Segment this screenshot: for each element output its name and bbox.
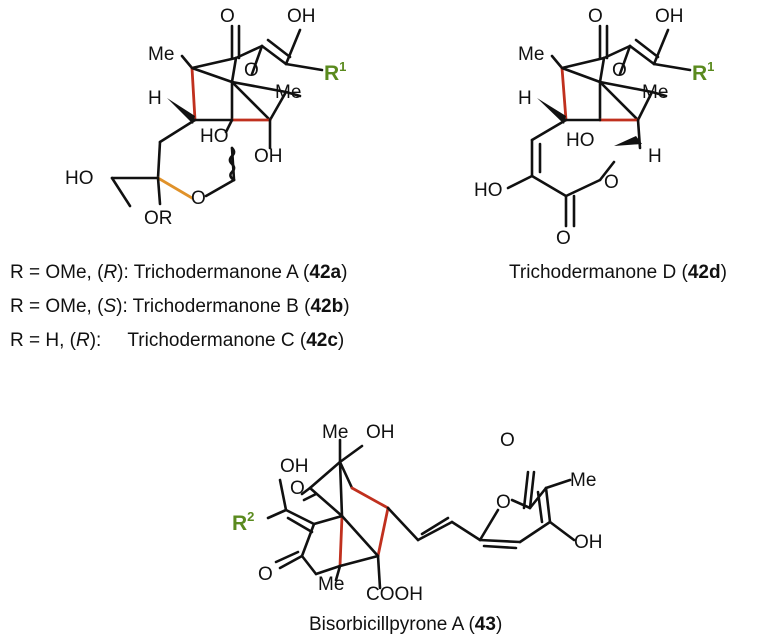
r-group-1: R1 [692, 59, 714, 85]
caption-43: Bisorbicillpyrone A (43) [309, 614, 502, 635]
atom-ho: HO [200, 126, 229, 147]
legend-line-42b: R = OMe, (S): Trichodermanone B (42b) [10, 296, 350, 317]
atom-me: Me [642, 82, 668, 103]
atom-ho: HO [474, 180, 503, 201]
atom-o: O [496, 492, 511, 513]
atom-cooh: COOH [366, 584, 423, 605]
atom-o: O [258, 564, 273, 585]
legend-line-42c: R = H, (R): Trichodermanone C (42c) [10, 330, 344, 351]
atom-me: Me [318, 574, 344, 595]
atom-o: O [612, 60, 627, 81]
atom-me: Me [275, 82, 301, 103]
atom-ho: HO [65, 168, 94, 189]
atom-oh: OH [655, 6, 684, 27]
atom-o: O [588, 6, 603, 27]
atom-oh: OH [574, 532, 603, 553]
structure-43: Me OH O OH O Me O R2 OH O Me COOH [232, 422, 603, 605]
atom-o: O [290, 478, 305, 499]
atom-o: O [191, 188, 206, 209]
atom-o: O [500, 430, 515, 451]
atom-oh: OH [366, 422, 395, 443]
r-group-1: R1 [324, 59, 346, 85]
legend-line-42a: R = OMe, (R): Trichodermanone A (42a) [10, 262, 347, 283]
atom-oh: OH [287, 6, 316, 27]
atom-oh: OH [254, 146, 283, 167]
atom-o: O [604, 172, 619, 193]
atom-oh: OH [280, 456, 309, 477]
atom-h: H [648, 146, 662, 167]
atom-ho: HO [566, 130, 595, 151]
caption-42d: Trichodermanone D (42d) [509, 262, 727, 283]
r-group-2: R2 [232, 509, 254, 535]
atom-h: H [518, 88, 532, 109]
atom-o: O [220, 6, 235, 27]
atom-h: H [148, 88, 162, 109]
structure-42d: O OH Me O R1 H Me HO H O HO O [474, 6, 714, 249]
atom-me: Me [570, 470, 596, 491]
atom-o: O [244, 60, 259, 81]
legend-42abc: R = OMe, (R): Trichodermanone A (42a) R … [10, 262, 350, 351]
atom-me: Me [518, 44, 544, 65]
atom-me: Me [322, 422, 348, 443]
structure-42abc: O OH Me O R1 H Me HO OH HO O OR [65, 6, 346, 229]
atom-or: OR [144, 208, 173, 229]
atom-me: Me [148, 44, 174, 65]
atom-o: O [556, 228, 571, 249]
